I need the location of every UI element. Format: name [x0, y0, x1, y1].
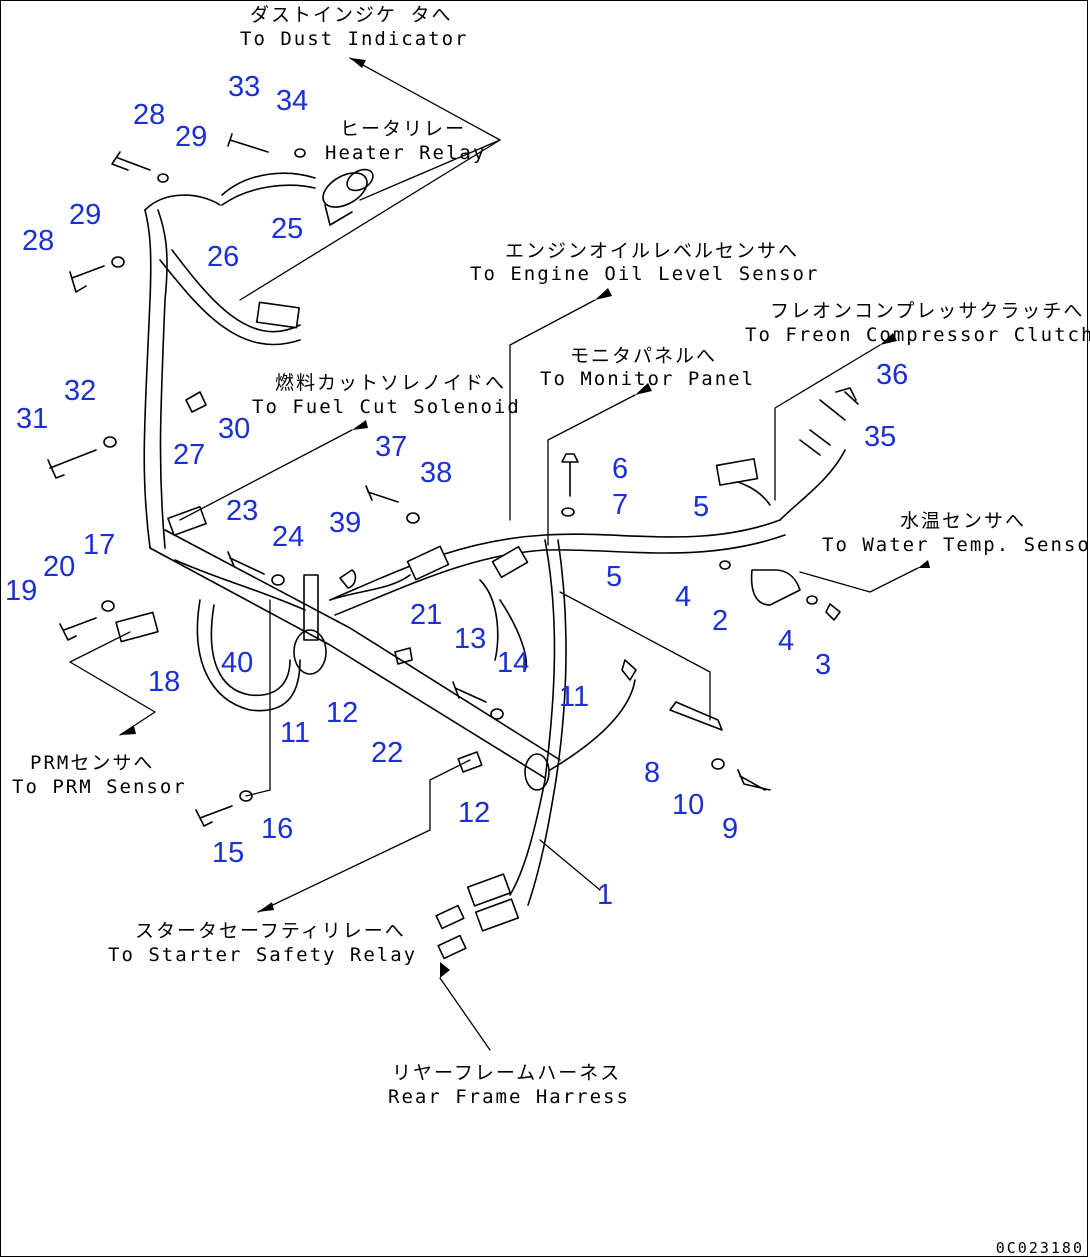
- callout-28: 28: [22, 225, 55, 257]
- rear-harness-label-jp: リヤーフレームハーネス: [392, 1062, 622, 1084]
- callout-40: 40: [221, 647, 254, 679]
- callout-29: 29: [175, 121, 208, 153]
- callout-5: 5: [606, 561, 623, 593]
- callout-13: 13: [454, 623, 487, 655]
- monitor-panel-label-en: To Monitor Panel: [540, 368, 756, 390]
- callout-8: 8: [644, 757, 661, 789]
- callout-21: 21: [410, 599, 443, 631]
- callout-23: 23: [226, 495, 259, 527]
- callout-11: 11: [559, 681, 590, 713]
- callout-16: 16: [261, 813, 294, 845]
- callout-34: 34: [276, 85, 309, 117]
- monitor-panel-label-jp: モニタパネルへ: [570, 345, 718, 367]
- callout-1: 1: [597, 879, 614, 911]
- callout-3: 3: [815, 649, 832, 681]
- heater-relay: [221, 168, 374, 226]
- dust-indicator-label-jp: ダストインジケ タへ: [250, 4, 453, 26]
- oil-sensor-label-jp: エンジンオイルレベルセンサへ: [505, 240, 800, 262]
- callout-25: 25: [271, 213, 304, 245]
- callout-33: 33: [228, 71, 261, 103]
- water-temp-label-jp: 水温センサへ: [900, 510, 1027, 532]
- water-temp-label-en: To Water Temp. Sensor: [822, 534, 1090, 556]
- callout-29: 29: [69, 199, 102, 231]
- callout-28: 28: [133, 99, 166, 131]
- callout-10: 10: [672, 789, 705, 821]
- callout-20: 20: [43, 551, 76, 583]
- heater-relay-label-jp: ヒータリレー: [340, 118, 467, 140]
- callout-39: 39: [329, 507, 362, 539]
- prm-sensor-label-en: To PRM Sensor: [12, 776, 187, 798]
- callout-9: 9: [722, 813, 739, 845]
- oil-sensor-label-en: To Engine Oil Level Sensor: [470, 263, 820, 285]
- callout-6: 6: [612, 453, 629, 485]
- hardware: [47, 133, 859, 827]
- callout-12: 12: [326, 697, 359, 729]
- starter-relay-label-jp: スタータセーフティリレーへ: [135, 920, 406, 942]
- callout-4: 4: [675, 581, 692, 613]
- callout-30: 30: [218, 413, 251, 445]
- callout-4: 4: [778, 625, 795, 657]
- dust-indicator-label-en: To Dust Indicator: [240, 28, 469, 50]
- rear-harness-label-en: Rear Frame Harress: [388, 1086, 630, 1108]
- frame-tube: [149, 529, 561, 791]
- callout-14: 14: [497, 647, 530, 679]
- callout-15: 15: [212, 837, 245, 869]
- callout-35: 35: [864, 421, 897, 453]
- heater-relay-label-en: Heater Relay: [325, 142, 487, 164]
- callout-32: 32: [64, 375, 97, 407]
- callout-12: 12: [458, 797, 491, 829]
- starter-relay-label-en: To Starter Safety Relay: [108, 944, 418, 966]
- callout-37: 37: [375, 431, 408, 463]
- callout-18: 18: [148, 666, 181, 698]
- callout-27: 27: [173, 439, 206, 471]
- arrowheads: [120, 58, 930, 978]
- callout-38: 38: [420, 457, 453, 489]
- freon-clutch-label-en: To Freon Compressor Clutch: [745, 324, 1090, 346]
- freon-clutch-label-jp: フレオンコンプレッサクラッチへ: [770, 300, 1085, 322]
- fuel-cut-label-jp: 燃料カットソレノイドへ: [275, 372, 507, 394]
- callout-5: 5: [693, 491, 710, 523]
- callout-36: 36: [876, 359, 909, 391]
- callout-31: 31: [16, 403, 49, 435]
- callout-26: 26: [207, 241, 240, 273]
- callout-11: 11: [280, 717, 311, 749]
- callout-22: 22: [371, 737, 404, 769]
- leaders: [69, 57, 919, 1051]
- callout-17: 17: [83, 529, 116, 561]
- callout-7: 7: [612, 489, 629, 521]
- callout-2: 2: [712, 605, 729, 637]
- prm-sensor-label-jp: PRMセンサへ: [30, 752, 155, 774]
- callout-19: 19: [5, 575, 38, 607]
- main-harness: [143, 194, 846, 906]
- drawing-code: 0C023180: [995, 1239, 1084, 1257]
- callout-24: 24: [272, 521, 305, 553]
- fuel-cut-label-en: To Fuel Cut Solenoid: [252, 396, 521, 418]
